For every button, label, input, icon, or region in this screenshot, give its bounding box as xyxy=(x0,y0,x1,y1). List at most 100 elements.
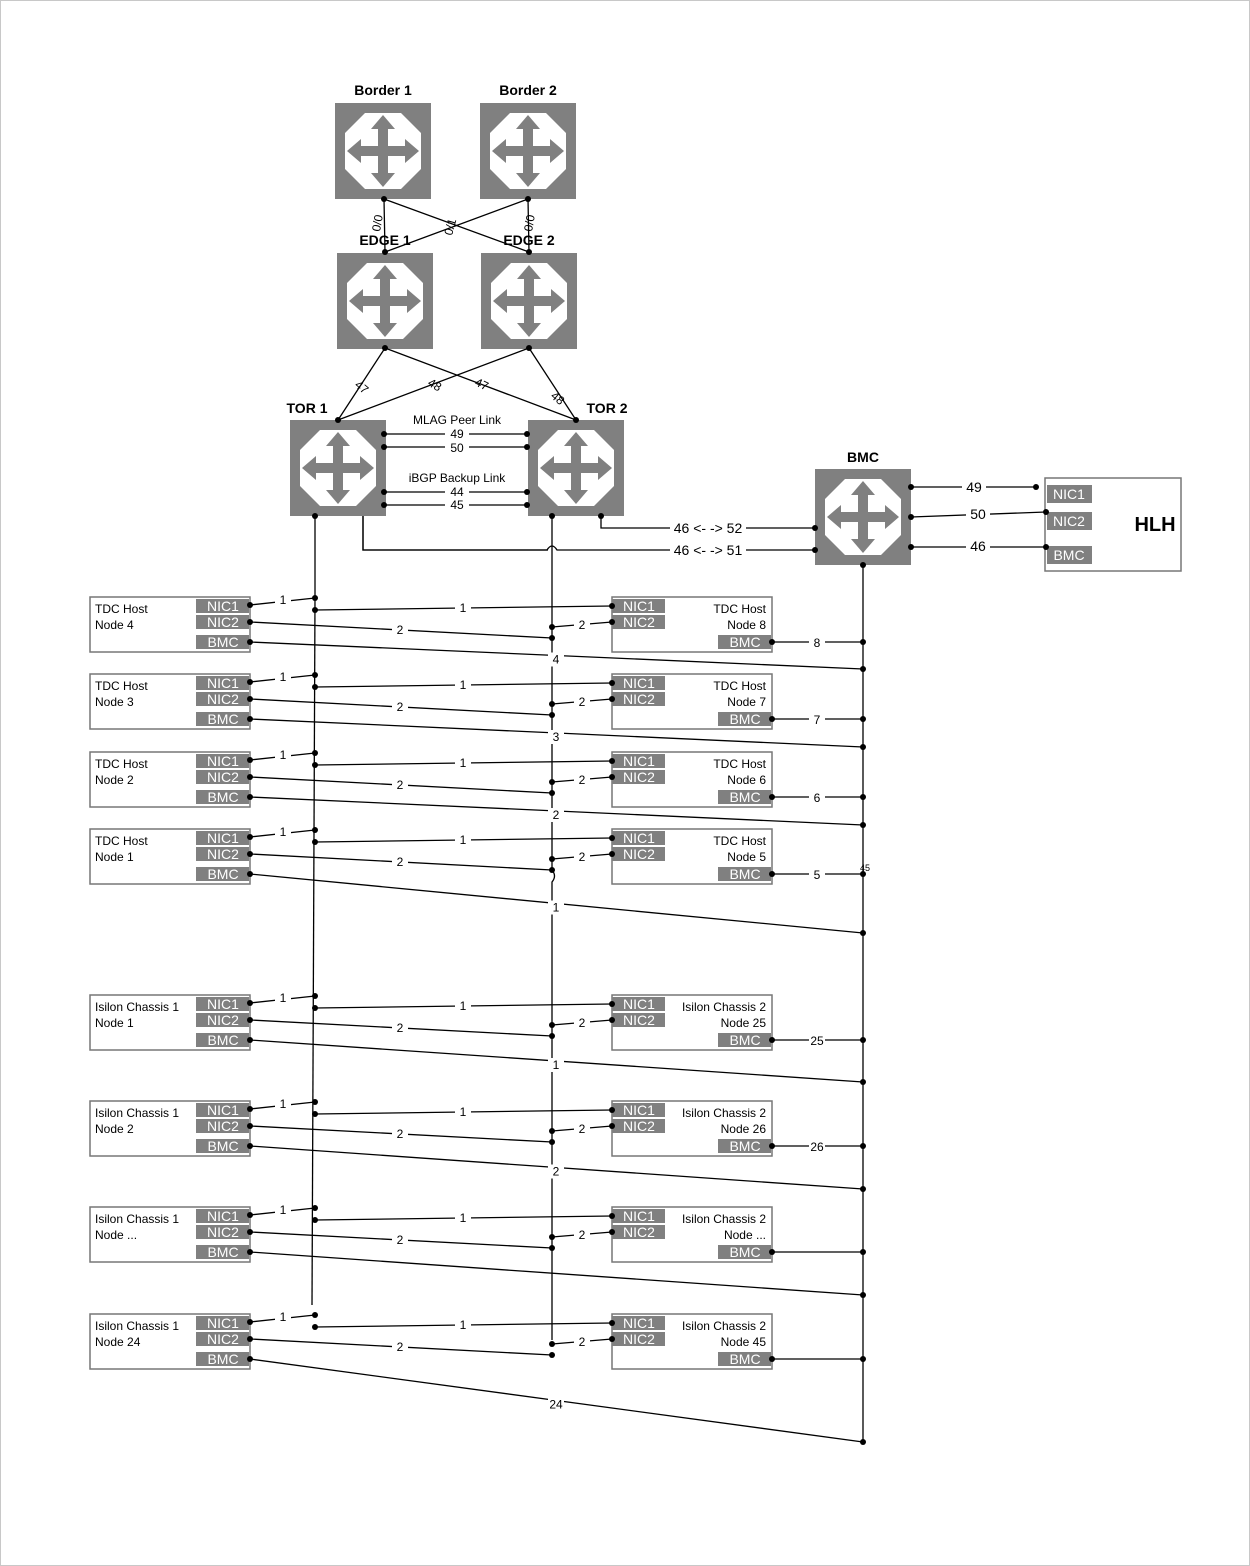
link-dot xyxy=(549,635,555,641)
label-bg xyxy=(548,808,564,822)
nic2-port: NIC2 xyxy=(623,1012,655,1028)
switch-icon xyxy=(290,420,386,516)
right-nic2-label: 2 xyxy=(579,850,586,864)
nic1-port-bg xyxy=(196,1316,249,1330)
nic1-port: NIC1 xyxy=(623,996,655,1012)
label-bg xyxy=(548,900,564,915)
tor-bmc-links: 46 <- -> 52 46 <- -> 51 xyxy=(362,513,818,558)
nic1-port-bg xyxy=(196,676,249,690)
link-dot xyxy=(860,871,866,877)
nic1-port: NIC1 xyxy=(623,1315,655,1331)
link-dot xyxy=(247,1017,253,1023)
tor1-bmc-label: 46 <- -> 51 xyxy=(674,542,743,558)
nic2-port: NIC2 xyxy=(623,691,655,707)
label-bg xyxy=(809,791,825,805)
bmc-bmc-link: 46 xyxy=(970,538,986,554)
link-dot xyxy=(609,1107,615,1113)
link-dot xyxy=(247,1123,253,1129)
label-bg xyxy=(275,1203,291,1217)
link-dot xyxy=(860,1249,866,1255)
link-dot xyxy=(549,1139,555,1145)
label-bg xyxy=(548,1164,564,1179)
label-bg xyxy=(392,778,408,792)
right-nic2-label: 2 xyxy=(579,695,586,709)
left-nic1-label: 1 xyxy=(280,670,287,684)
left-nic1-label: 1 xyxy=(280,825,287,839)
host-node: Node 26 xyxy=(721,1122,767,1136)
link-dot xyxy=(312,607,318,613)
host-node: Node 4 xyxy=(95,618,134,632)
right-bmc-label: 7 xyxy=(814,713,821,727)
left-bmc-label: 2 xyxy=(553,808,560,822)
bmc-port: BMC xyxy=(729,634,760,650)
host-node: Node 1 xyxy=(95,1016,134,1030)
nic1-port-bg xyxy=(612,997,665,1011)
nic1-port-bg xyxy=(612,1103,665,1117)
nic1-port: NIC1 xyxy=(623,753,655,769)
label-bg xyxy=(275,1097,291,1111)
link-dot xyxy=(549,1022,555,1028)
bmc-port-bg xyxy=(718,790,771,804)
ibgp-title: iBGP Backup Link xyxy=(409,471,506,485)
left-nic1-label: 1 xyxy=(280,1203,287,1217)
link-dot xyxy=(609,1001,615,1007)
nic2-port: NIC2 xyxy=(207,769,239,785)
link-dot xyxy=(247,834,253,840)
left-nic2-label: 2 xyxy=(397,778,404,792)
nic2-port: NIC2 xyxy=(623,769,655,785)
ibgp-port-45: 45 xyxy=(450,498,464,512)
link-dot xyxy=(247,774,253,780)
label-bg xyxy=(809,713,825,727)
nic1-port: NIC1 xyxy=(207,1208,239,1224)
nic2-port: NIC2 xyxy=(207,691,239,707)
link-dot xyxy=(549,1352,555,1358)
host-name: Isilon Chassis 1 xyxy=(95,1319,179,1333)
label-bg xyxy=(574,773,590,787)
bmc-port-bg xyxy=(718,1352,771,1366)
nic1-port: NIC1 xyxy=(623,1208,655,1224)
hlh-box: HLH NIC1 NIC2 BMC 49 50 46 xyxy=(908,477,1182,572)
link-dot xyxy=(609,603,615,609)
nic1-port-bg xyxy=(196,997,249,1011)
right-nic2-label: 2 xyxy=(579,1228,586,1242)
bmc-port: BMC xyxy=(207,789,238,805)
nic1-port-bg xyxy=(612,676,665,690)
e1-t2-label: 47 xyxy=(473,375,491,393)
link-dot xyxy=(312,684,318,690)
label-bg xyxy=(392,700,408,714)
link-dot xyxy=(312,1217,318,1223)
e2-t1-label: 48 xyxy=(426,375,445,394)
label-bg xyxy=(548,730,564,744)
label-bg xyxy=(574,618,590,632)
link-dot xyxy=(549,1033,555,1039)
nic1-port-bg xyxy=(612,1316,665,1330)
nic2-port-bg xyxy=(196,770,249,784)
link-dot xyxy=(312,1099,318,1105)
nic1-port: NIC1 xyxy=(207,1315,239,1331)
host-node: Node ... xyxy=(95,1228,137,1242)
tor2-label: TOR 2 xyxy=(587,400,628,416)
link-dot xyxy=(609,758,615,764)
link-dot xyxy=(769,716,775,722)
host-name: TDC Host xyxy=(95,602,148,616)
label-bg xyxy=(455,678,471,692)
link-dot xyxy=(549,779,555,785)
nic1-port-bg xyxy=(612,599,665,613)
link-dot xyxy=(860,822,866,828)
link-line xyxy=(249,1251,864,1296)
right-nic1-label: 1 xyxy=(460,1211,467,1225)
link-dot xyxy=(247,871,253,877)
link-dot xyxy=(312,1312,318,1318)
link-dot xyxy=(609,1229,615,1235)
nic1-port-bg xyxy=(196,754,249,768)
host-node: Node 2 xyxy=(95,1122,134,1136)
switch-icon xyxy=(815,469,911,565)
link-dot xyxy=(247,851,253,857)
link-dot xyxy=(860,1292,866,1298)
nic2-port-bg xyxy=(196,615,249,629)
